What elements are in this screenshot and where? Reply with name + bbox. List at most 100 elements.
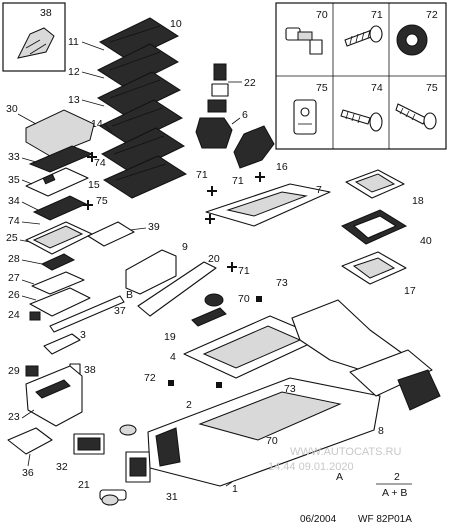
callout-4: 4: [170, 351, 176, 363]
callout-73-b: 73: [284, 383, 296, 395]
knob-20: [204, 293, 224, 307]
callout-9: 9: [182, 241, 188, 253]
callout-22: 22: [244, 77, 256, 89]
callout-14: 14: [91, 118, 103, 130]
tray-36: [7, 427, 53, 455]
callout-71-a: 71: [196, 169, 208, 181]
footer-ref: WF 82P01A: [358, 514, 412, 525]
callout-37: 37: [114, 305, 126, 317]
callout-33: 33: [8, 151, 20, 163]
pocket-23: [25, 365, 83, 427]
callout-20: 20: [208, 253, 220, 265]
callout-35: 35: [8, 174, 20, 186]
cap-38-icon: [17, 27, 55, 59]
callout-6: 6: [242, 109, 248, 121]
fastener-marker: [216, 382, 222, 388]
callout-B: B: [126, 289, 133, 301]
callout-7: 7: [316, 184, 322, 196]
gear-parts-22: [207, 63, 229, 113]
callout-38-inset: 38: [40, 7, 52, 19]
panel-12: [96, 71, 182, 117]
callout-27: 27: [8, 272, 20, 284]
callout-26: 26: [8, 289, 20, 301]
callout-21: 21: [78, 479, 90, 491]
callout-24: 24: [8, 309, 20, 321]
screw-75-icon: [395, 103, 437, 130]
callout-19: 19: [164, 331, 176, 343]
bezel-27: [31, 271, 85, 295]
panel-14: [100, 127, 186, 173]
armrest-lid-30: [25, 109, 95, 157]
callout-3: 3: [80, 329, 86, 341]
callout-75-box: 75: [316, 82, 328, 94]
callout-13: 13: [68, 94, 80, 106]
cap-plug: [119, 424, 137, 436]
fastener-inset: 70 71 72 75 74 75: [275, 2, 447, 150]
callout-71-box: 71: [371, 9, 383, 21]
side-rail-B: [137, 261, 217, 317]
part-19: [191, 307, 227, 327]
panel-15: [102, 155, 188, 199]
callout-23: 23: [8, 411, 20, 423]
callout-2: 2: [186, 399, 192, 411]
callout-10: 10: [170, 18, 182, 30]
gaiter-16: [233, 125, 275, 169]
clip-75-icon: [293, 99, 317, 135]
clip-24: [29, 311, 41, 321]
legend-fraction-top: 2: [394, 471, 400, 483]
watermark-stamp: 14:44 09.01.2020: [268, 461, 354, 473]
callout-75-box-2: 75: [426, 82, 438, 94]
boot-6: [195, 117, 233, 149]
side-panel-9: [125, 249, 177, 295]
inset-38: 38: [2, 2, 66, 72]
callout-72-box: 72: [426, 9, 438, 21]
callout-17: 17: [404, 285, 416, 297]
clip-29: [25, 365, 39, 377]
callout-25: 25: [6, 232, 18, 244]
fastener-marker: [168, 380, 174, 386]
frame-26: [29, 287, 91, 317]
callout-8: 8: [378, 425, 384, 437]
panel-11: [96, 43, 180, 89]
rear-panel-8: [349, 349, 433, 397]
variant-legend: A 2 A + B: [336, 471, 412, 499]
fastener-marker: [256, 296, 262, 302]
panel-13: [98, 99, 184, 145]
callout-12: 12: [68, 66, 80, 78]
screw-74-icon: [340, 109, 383, 132]
bracket-3: [43, 333, 81, 355]
callout-70-box: 70: [316, 9, 328, 21]
callout-40: 40: [420, 235, 432, 247]
callout-74-box: 74: [371, 82, 383, 94]
tray-35: [25, 167, 89, 197]
callout-32: 32: [56, 461, 68, 473]
legend-fraction-bottom: A + B: [382, 487, 407, 499]
callout-16: 16: [276, 161, 288, 173]
callout-39: 39: [148, 221, 160, 233]
callout-73-a: 73: [276, 277, 288, 289]
strip-37: [49, 295, 125, 333]
push-clip-70-icon: [285, 27, 323, 55]
bracket-34: [32, 195, 88, 221]
callout-29: 29: [8, 365, 20, 377]
callout-75-mid: 75: [96, 195, 108, 207]
callout-28: 28: [8, 253, 20, 265]
callout-15: 15: [88, 179, 100, 191]
trim-39: [87, 221, 135, 247]
watermark-site: WWW.AUTOCATS.RU: [290, 446, 401, 458]
callout-34: 34: [8, 195, 20, 207]
callout-31: 31: [166, 491, 178, 503]
callout-71-c: 71: [238, 265, 250, 277]
callout-70-mid: 70: [238, 293, 250, 305]
clip-28: [40, 253, 76, 271]
panel-10: [98, 17, 180, 61]
callout-36: 36: [22, 467, 34, 479]
callout-18: 18: [412, 195, 424, 207]
callout-1: 1: [232, 483, 238, 495]
footer-code: 06/2004: [300, 514, 337, 525]
callout-38: 38: [84, 364, 96, 376]
callout-71-b: 71: [232, 175, 244, 187]
legend-variant: A: [336, 471, 343, 483]
callout-30: 30: [6, 103, 18, 115]
callout-74-left: 74: [8, 215, 20, 227]
